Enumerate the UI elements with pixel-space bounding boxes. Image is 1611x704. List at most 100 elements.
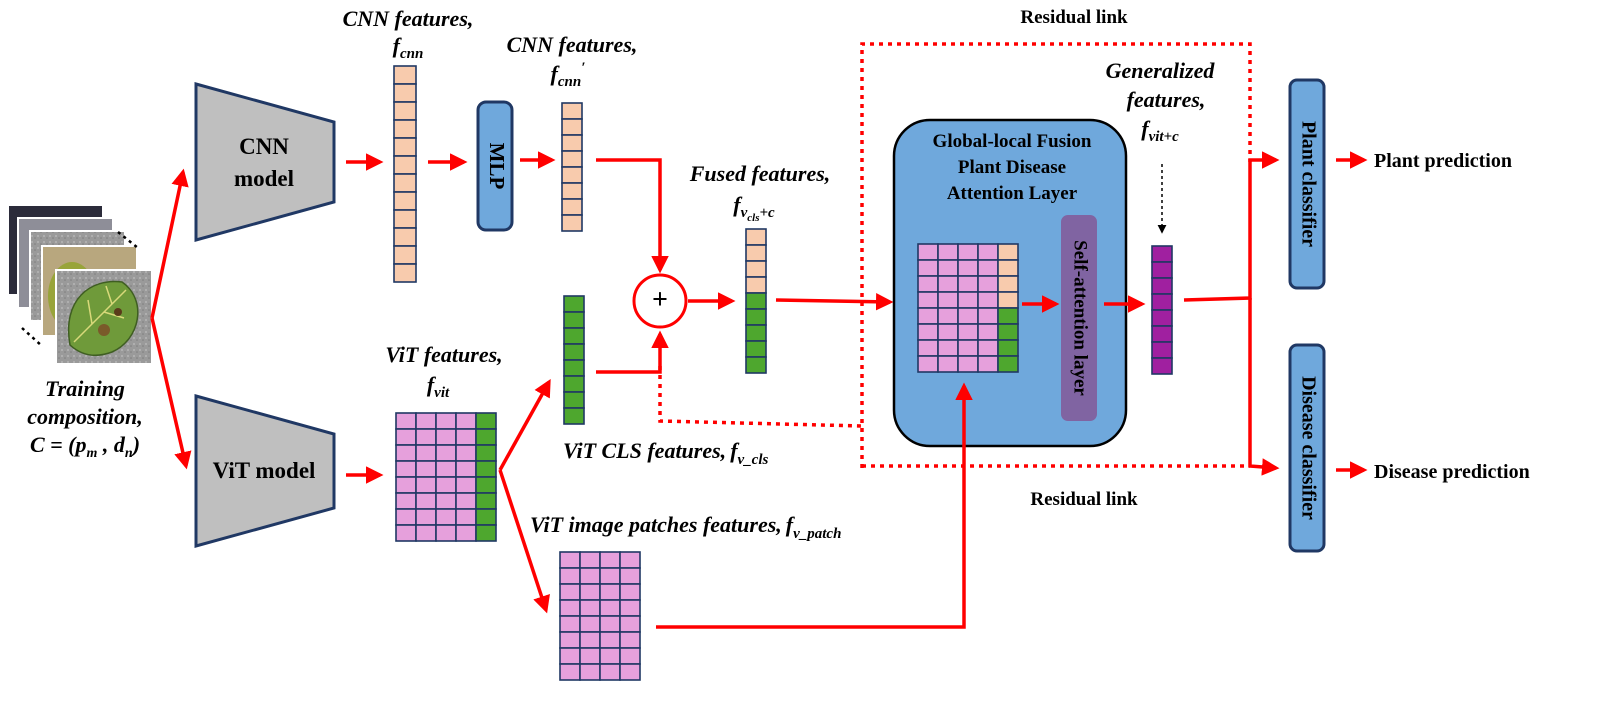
arrow-cls-to-plus: [596, 330, 669, 374]
cnn-model-block: CNN model: [194, 82, 336, 242]
vit-feature-cell: [455, 508, 477, 526]
fused-feature-cell: [745, 340, 767, 358]
self-attention-label: Self-attention layer: [1070, 240, 1091, 396]
patch-feature-cell: [559, 615, 581, 633]
fusion-token-cell: [977, 291, 999, 309]
vit-feature-cell: [435, 524, 457, 542]
fusion-token-cell: [917, 259, 939, 277]
generalized-feature-cell: [1151, 293, 1173, 311]
vit-feature-cell: [435, 412, 457, 430]
vit-model-label: ViT model: [213, 458, 316, 483]
vit-cls-label: ViT CLS features,fv_cls: [563, 438, 768, 468]
cls-feature-cell: [563, 327, 585, 345]
cnn-feature-cell: [393, 155, 417, 175]
fusion-token-cell: [997, 323, 1019, 341]
fused-features-title: Fused features,: [689, 161, 831, 186]
fusion-token-cell: [997, 291, 1019, 309]
generalized-line1: Generalized: [1106, 58, 1216, 83]
vit-feature-cell: [415, 508, 437, 526]
cnn-feature-cell: [393, 209, 417, 229]
patch-feature-cell: [599, 631, 621, 649]
cnn-features-label: CNN features, fcnn: [343, 6, 474, 62]
cnn-feature-cell: [393, 119, 417, 139]
cnn-prime-feature-cell: [561, 150, 583, 168]
generalized-feature-cell: [1151, 245, 1173, 263]
cls-feature-cell: [563, 375, 585, 393]
fusion-token-cell: [917, 307, 939, 325]
fused-feature-cell: [745, 228, 767, 246]
cnn-feature-cell: [393, 101, 417, 121]
vit-feature-cell: [415, 412, 437, 430]
stack-ellipsis-dots: [21, 327, 43, 347]
fusion-token-cell: [977, 355, 999, 373]
generalized-feature-cell: [1151, 357, 1173, 375]
patch-feature-cell: [559, 663, 581, 681]
vit-features-label: ViT features, fvit: [385, 342, 502, 401]
fusion-token-cell: [977, 307, 999, 325]
fusion-add-operator: +: [632, 273, 688, 329]
residual-link-bottom-label: Residual link: [1030, 489, 1138, 510]
patch-feature-cell: [599, 567, 621, 585]
mlp-block: MLP: [476, 100, 514, 232]
vit-feature-cell: [455, 460, 477, 478]
vit-feature-cell: [435, 492, 457, 510]
vit-feature-cell: [395, 412, 417, 430]
cnn-features-title: CNN features,: [343, 6, 474, 31]
fusion-token-cell: [977, 339, 999, 357]
fusion-token-cell: [937, 355, 959, 373]
fusion-token-cell: [997, 259, 1019, 277]
patch-feature-cell: [559, 583, 581, 601]
cnn-feature-cell: [393, 65, 417, 85]
cls-feature-cell: [563, 391, 585, 409]
fused-feature-cell: [745, 356, 767, 374]
cnn-prime-feature-cell: [561, 214, 583, 232]
patch-feature-cell: [579, 647, 601, 665]
vit-feature-cell: [415, 524, 437, 542]
vit-feature-grid: [395, 412, 497, 542]
fusion-token-cell: [957, 307, 979, 325]
cnn-prime-feature-cell: [561, 134, 583, 152]
fusion-layer-line3: Attention Layer: [947, 183, 1078, 204]
cnn-feature-cell: [393, 245, 417, 265]
vit-feature-cell: [435, 460, 457, 478]
vit-patch-label: ViT image patches features,fv_patch: [530, 512, 841, 542]
residual-link-top-label: Residual link: [1020, 7, 1128, 28]
plant-classifier-label: Plant classifier: [1297, 121, 1319, 247]
fusion-layer-line1: Global-local Fusion: [933, 131, 1092, 152]
patch-feature-cell: [619, 615, 641, 633]
vit-feature-cell: [395, 428, 417, 446]
training-images-stack: [7, 204, 153, 365]
disease-classifier-block: Disease classifier: [1288, 343, 1326, 553]
patch-feature-cell: [599, 599, 621, 617]
vit-feature-cell: [395, 508, 417, 526]
leaf-vein-icon: [73, 285, 127, 343]
vit-feature-cell: [455, 428, 477, 446]
generalized-features-label: Generalized features, fvit+c: [1106, 58, 1216, 145]
fusion-token-cell: [937, 307, 959, 325]
vit-feature-cell: [435, 428, 457, 446]
vit-cls-features-label: ViT CLS features,fv_cls: [563, 438, 768, 468]
generalized-symbol: fvit+c: [1141, 116, 1179, 145]
vit-split-arrows: [498, 378, 551, 614]
cls-feature-cell: [563, 311, 585, 329]
vit-model-block: ViT model: [194, 394, 336, 548]
vit-feature-cell: [475, 508, 497, 526]
cnn-prime-feature-cell: [561, 198, 583, 216]
cnn-feature-cell: [393, 263, 417, 283]
training-formula: C = (pm , dn): [30, 432, 140, 461]
patch-feature-cell: [599, 583, 621, 601]
vit-feature-cell: [415, 492, 437, 510]
fusion-token-cell: [957, 291, 979, 309]
patch-feature-cell: [619, 551, 641, 569]
vit-patch-features-label: ViT image patches features,fv_patch: [530, 512, 841, 542]
vit-feature-cell: [415, 428, 437, 446]
fusion-layer-line2: Plant Disease: [958, 157, 1066, 178]
plant-classifier-block: Plant classifier: [1288, 78, 1326, 290]
training-composition-label: Training composition, C = (pm , dn): [27, 376, 143, 461]
vit-feature-cell: [395, 492, 417, 510]
disease-prediction-label: Disease prediction: [1374, 461, 1530, 483]
patch-feature-cell: [619, 567, 641, 585]
generalized-feature-cell: [1151, 277, 1173, 295]
fusion-token-cell: [937, 339, 959, 357]
generalized-feature-cell: [1151, 341, 1173, 359]
